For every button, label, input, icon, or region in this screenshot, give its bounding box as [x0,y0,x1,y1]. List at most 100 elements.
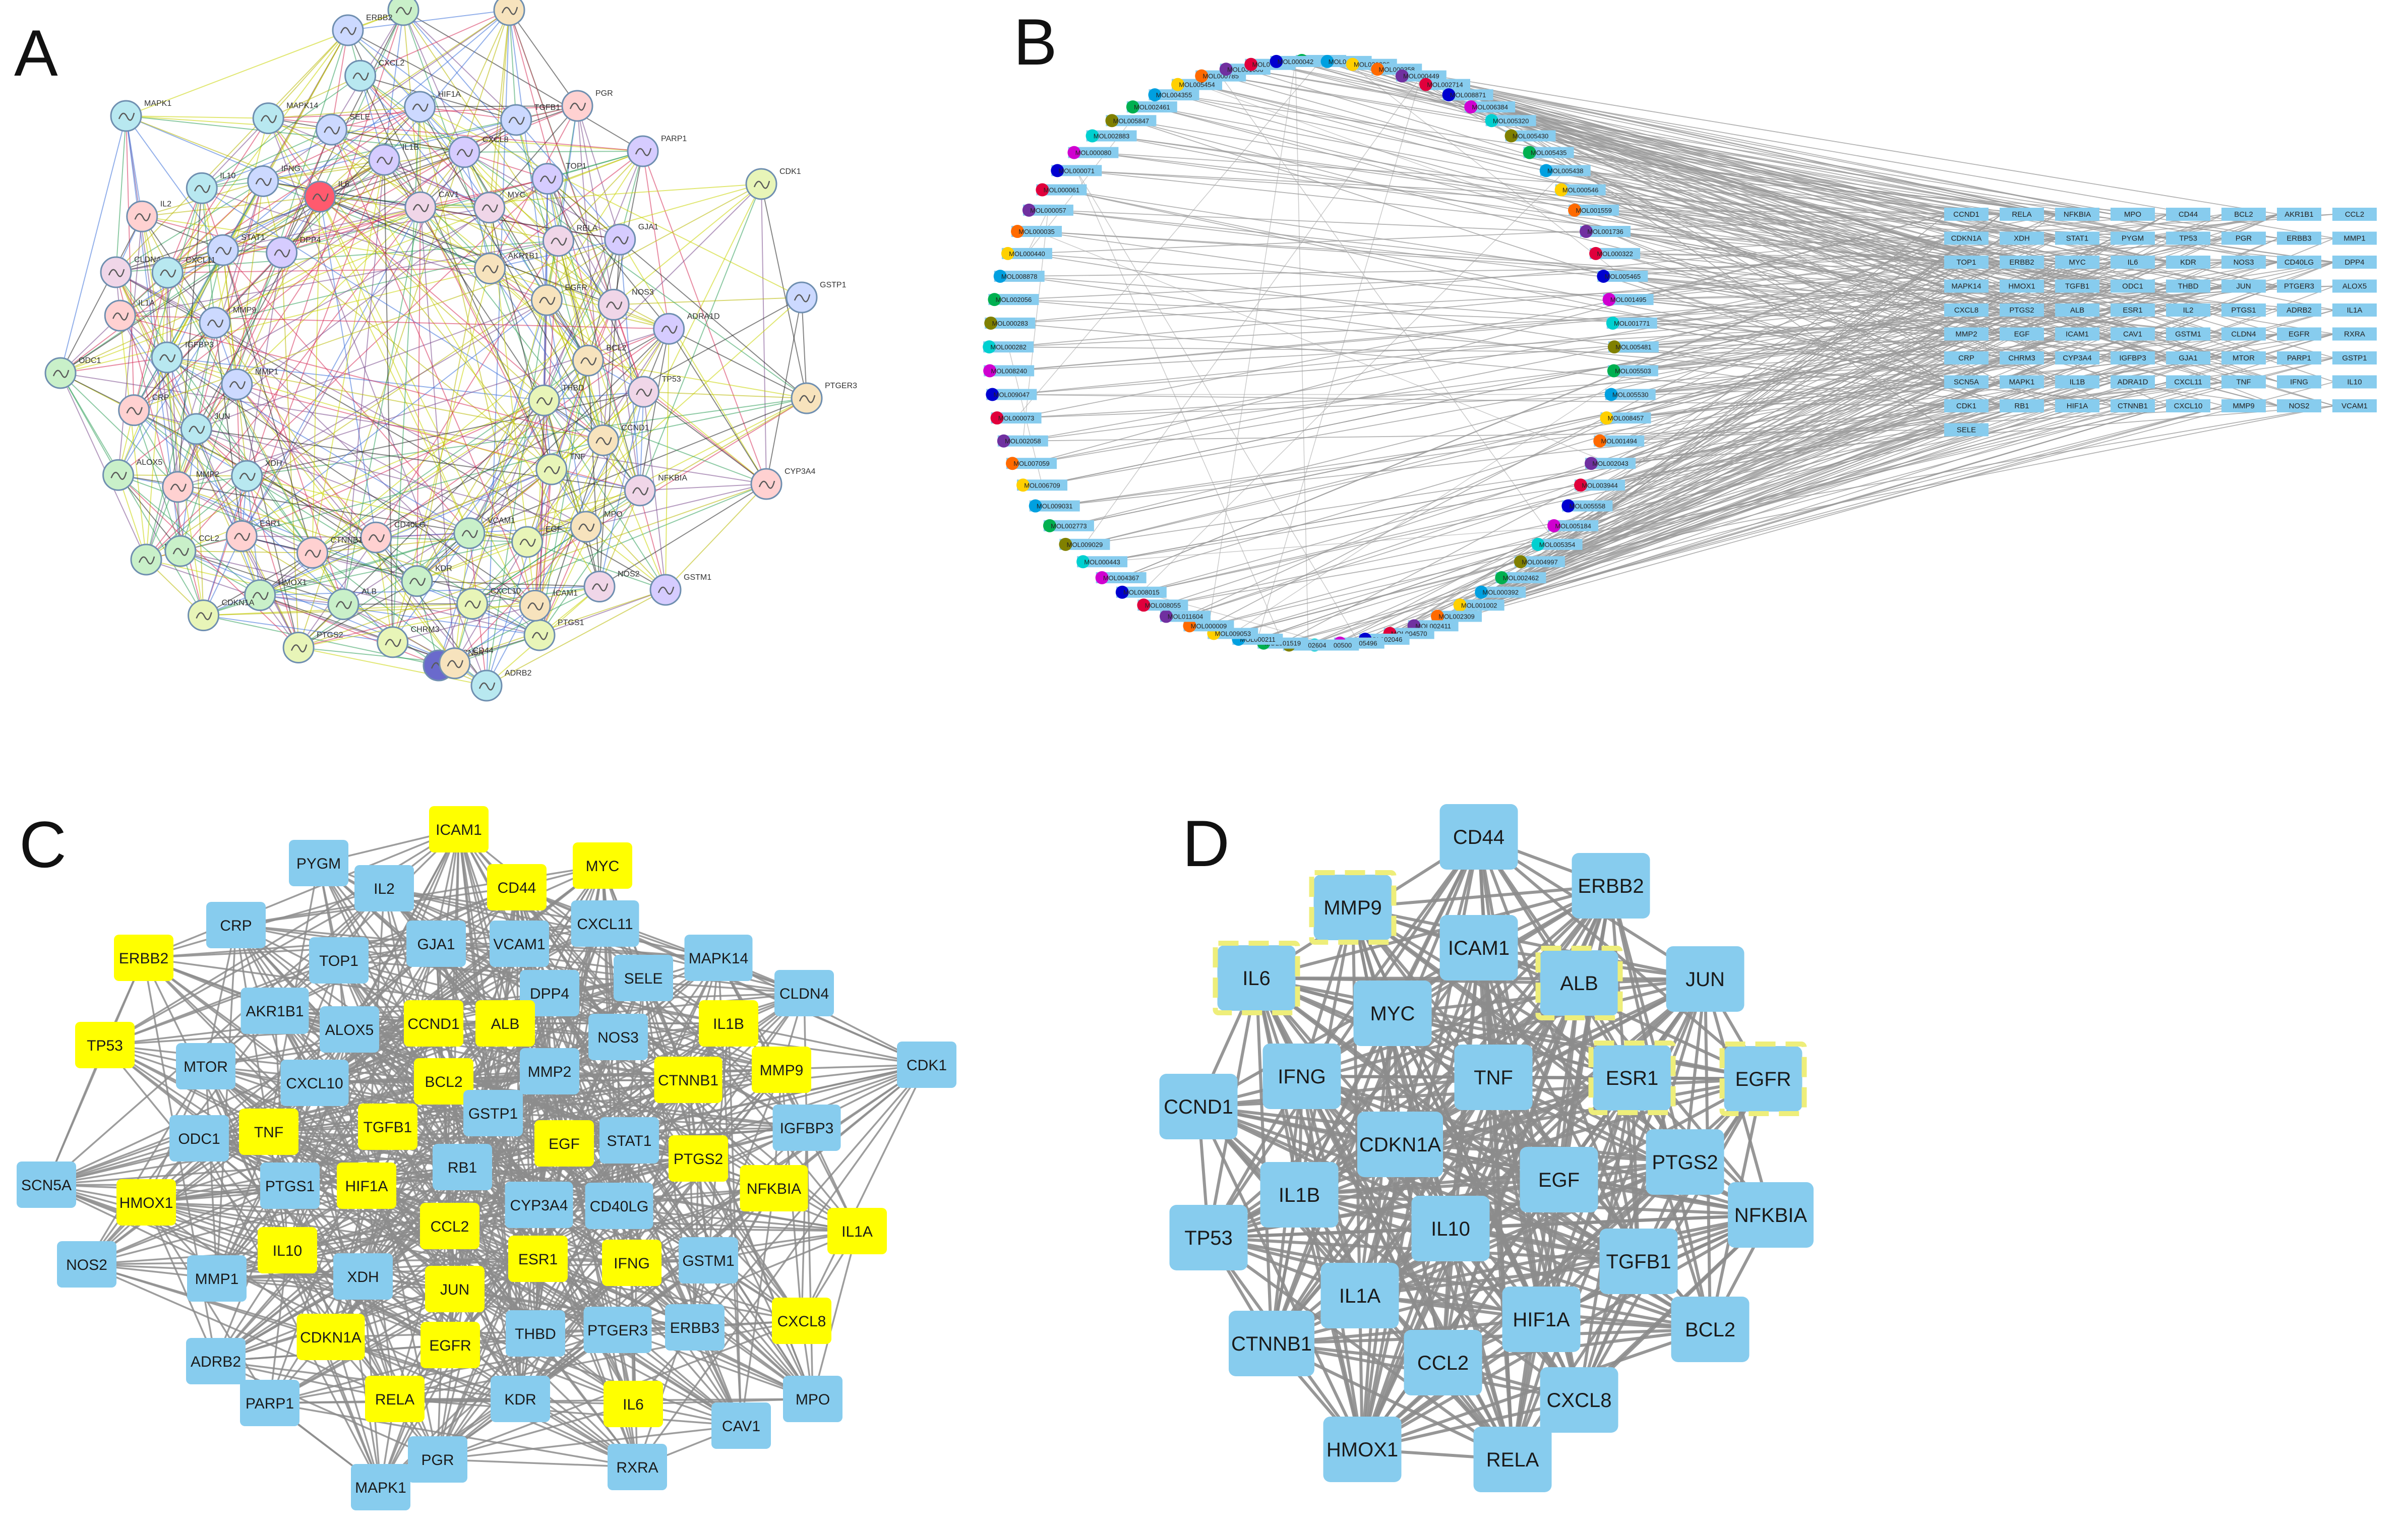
string-node-mapk14[interactable]: MAPK14 [252,102,318,135]
target-node-ifng[interactable]: IFNG [2277,375,2321,389]
ppi-node-rb1[interactable]: RB1 [433,1144,492,1190]
target-node-cav1[interactable]: CAV1 [2111,327,2155,341]
molecule-node-mol002461[interactable]: MOL002461 [1126,100,1177,114]
target-node-nos2[interactable]: NOS2 [2277,399,2321,412]
string-node-parp1[interactable]: PARP1 [627,135,687,167]
string-node-ctnnb1[interactable]: CTNNB1 [296,536,363,569]
molecule-node-mol002773[interactable]: MOL002773 [1043,519,1094,532]
target-node-dpp4[interactable]: DPP4 [2332,256,2377,269]
target-node-rela[interactable]: RELA [2000,208,2044,221]
target-node-parp1[interactable]: PARP1 [2277,351,2321,364]
target-node-cdkn1a[interactable]: CDKN1A [1944,231,1989,245]
target-node-jun[interactable]: JUN [2221,279,2266,293]
string-node-ccl2[interactable]: CCL2 [164,534,219,567]
molecule-node-mol009029[interactable]: MOL009029 [1059,537,1110,551]
string-node-pgr[interactable]: PGR [561,89,613,122]
target-node-pygm[interactable]: PYGM [2111,231,2155,245]
string-node-xdh[interactable]: XDH [231,459,282,492]
molecule-node-mol000080[interactable]: MOL000080 [1067,146,1119,159]
ppi-node-cav1[interactable]: CAV1 [711,1402,771,1449]
ppi-node-cldn4[interactable]: CLDN4 [774,970,834,1016]
ppi-node-mapk14[interactable]: MAPK14 [684,935,753,981]
target-node-myc[interactable]: MYC [2055,256,2099,269]
string-node-nfkbia[interactable]: NFKBIA [624,474,687,507]
string-node-cldn4[interactable]: CLDN4 [100,256,161,288]
ppi-node-rxra[interactable]: RXRA [608,1444,667,1490]
target-node-egf[interactable]: EGF [2000,327,2044,341]
molecule-node-mol000322[interactable]: MOL000322 [1589,247,1641,260]
string-node-ptgs2[interactable]: PTGS2 [282,631,343,664]
target-node-tp53[interactable]: TP53 [2166,231,2210,245]
string-node-akr1b1[interactable]: AKR1B1 [474,252,539,285]
hub-node-myc[interactable]: MYC [1353,981,1432,1046]
molecule-node-mol004367[interactable]: MOL004367 [1095,571,1147,584]
string-node-vcam1[interactable]: VCAM1 [453,517,515,549]
ppi-node-ptger3[interactable]: PTGER3 [583,1307,652,1353]
string-node-mmp9[interactable]: MMP9 [199,306,256,339]
hub-node-erbb2[interactable]: ERBB2 [1572,853,1650,919]
hub-node-alb[interactable]: ALB [1535,946,1623,1020]
target-node-ptgs2[interactable]: PTGS2 [2000,303,2044,317]
ppi-node-egf[interactable]: EGF [534,1120,594,1167]
molecule-node-mol004355[interactable]: MOL004355 [1148,88,1199,102]
molecule-node-mol001002[interactable]: MOL001002 [1453,598,1504,612]
molecule-node-mol000073[interactable]: MOL000073 [990,411,1042,425]
hub-node-tnf[interactable]: TNF [1454,1045,1533,1110]
target-node-rxra[interactable]: RXRA [2332,327,2377,341]
string-node-il10[interactable]: IL10 [186,171,235,204]
molecule-node-mol005354[interactable]: MOL005354 [1531,537,1583,551]
ppi-node-esr1[interactable]: ESR1 [508,1236,568,1282]
molecule-node-mol002309[interactable]: MOL002309 [1431,609,1482,623]
string-node-gstm1[interactable]: GSTM1 [649,573,711,606]
molecule-node-mol006709[interactable]: MOL006709 [1016,478,1068,492]
target-node-alb[interactable]: ALB [2055,303,2099,317]
target-node-ccl2[interactable]: CCL2 [2332,208,2377,221]
ppi-node-akr1b1[interactable]: AKR1B1 [240,988,309,1034]
molecule-node-mol000282[interactable]: MOL000282 [983,340,1034,354]
ppi-node-thbd[interactable]: THBD [506,1310,565,1357]
molecule-node-mol005847[interactable]: MOL005847 [1105,114,1157,128]
string-node-esr1[interactable]: ESR1 [225,519,281,552]
string-node-tgfb1[interactable]: TGFB1 [500,103,561,136]
string-node-cav1[interactable]: CAV1 [404,191,459,223]
target-node-tnf[interactable]: TNF [2221,375,2266,389]
ppi-node-hmox1[interactable]: HMOX1 [116,1179,176,1226]
target-node-crp[interactable]: CRP [1944,351,1989,364]
target-node-il10[interactable]: IL10 [2332,375,2377,389]
target-node-cd44[interactable]: CD44 [2166,208,2210,221]
string-node-nos3[interactable]: NOS3 [597,288,654,321]
ppi-node-pygm[interactable]: PYGM [289,840,348,886]
string-node-il1a[interactable]: IL1A [104,299,155,332]
ppi-node-il1b[interactable]: IL1B [699,1000,758,1047]
ppi-node-cdk1[interactable]: CDK1 [897,1042,956,1088]
molecule-node-mol000009[interactable]: MOL000009 [1183,619,1234,633]
string-node-hmox1[interactable]: HMOX1 [244,579,307,612]
string-node-ifng[interactable]: IFNG [247,164,300,197]
molecule-node-mol000392[interactable]: MOL000392 [1475,585,1526,599]
hub-node-il10[interactable]: IL10 [1411,1196,1490,1261]
hub-node-hmox1[interactable]: HMOX1 [1323,1417,1402,1482]
ppi-node-tnf[interactable]: TNF [239,1109,298,1155]
string-node-kdr[interactable]: KDR [401,565,452,597]
ppi-node-ptgs1[interactable]: PTGS1 [260,1163,320,1209]
molecule-node-mol005435[interactable]: MOL005435 [1523,146,1574,159]
ppi-node-vcam1[interactable]: VCAM1 [490,921,549,967]
string-node-cxcl11[interactable]: CXCL11 [151,256,216,289]
molecule-node-mol005438[interactable]: MOL005438 [1539,164,1591,177]
molecule-node-mol005454[interactable]: MOL005454 [1171,78,1223,91]
molecule-node-mol001736[interactable]: MOL001736 [1579,225,1631,238]
target-node-akr1b1[interactable]: AKR1B1 [2277,208,2321,221]
target-node-hmox1[interactable]: HMOX1 [2000,279,2044,293]
ppi-node-il2[interactable]: IL2 [354,865,414,911]
ppi-node-ctnnb1[interactable]: CTNNB1 [654,1057,723,1103]
target-node-bcl2[interactable]: BCL2 [2221,208,2266,221]
molecule-node-mol005503[interactable]: MOL005503 [1607,364,1658,378]
molecule-node-mol008871[interactable]: MOL008871 [1442,88,1493,102]
target-node-mmp2[interactable]: MMP2 [1944,327,1989,341]
string-node-mmp1[interactable]: MMP1 [221,368,278,400]
molecule-node-mol009031[interactable]: MOL009031 [1029,499,1080,513]
hub-node-il6[interactable]: IL6 [1213,941,1300,1015]
ppi-node-top1[interactable]: TOP1 [309,937,369,984]
ppi-node-cd44[interactable]: CD44 [487,864,547,910]
string-node-cdk1[interactable]: CDK1 [745,167,801,200]
